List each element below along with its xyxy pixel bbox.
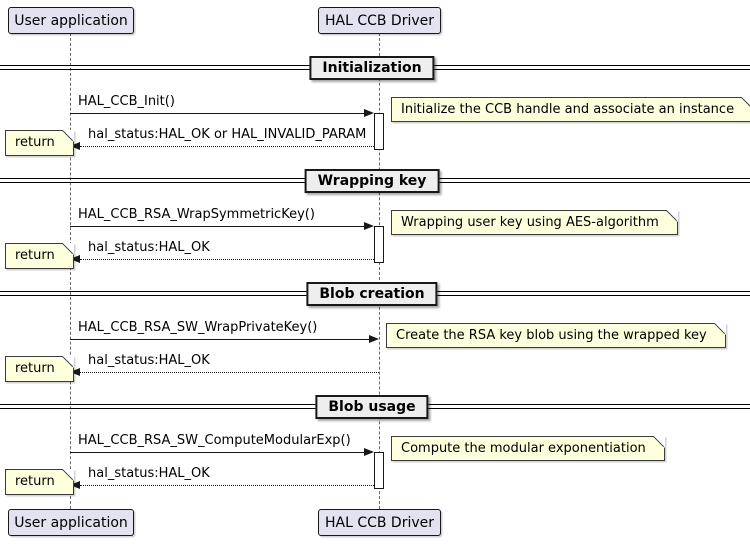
call-label-wrapsymmetrickey: HAL_CCB_RSA_WrapSymmetricKey() <box>78 207 315 222</box>
arrowhead-left-icon <box>70 142 80 150</box>
call-line <box>70 113 365 114</box>
divider-blob-usage: Blob usage <box>315 395 429 419</box>
return-note: return <box>5 356 74 382</box>
divider-initialization: Initialization <box>309 56 435 80</box>
return-note: return <box>5 469 74 495</box>
return-note: return <box>5 130 74 156</box>
call-label-init: HAL_CCB_Init() <box>78 94 175 109</box>
call-line <box>70 339 370 340</box>
lifeline-hal-ccb-driver <box>379 33 380 509</box>
return-line <box>80 372 379 373</box>
arrowhead-right-icon <box>364 222 374 230</box>
return-label-wrapprivatekey: hal_status:HAL_OK <box>88 353 210 368</box>
arrowhead-right-icon <box>364 448 374 456</box>
arrowhead-right-icon <box>369 335 379 343</box>
call-line <box>70 452 365 453</box>
participant-hal-ccb-driver-bottom: HAL CCB Driver <box>318 509 441 536</box>
participant-user-application-bottom: User application <box>8 509 134 536</box>
activation-bar <box>374 113 384 150</box>
note-initialize: Initialize the CCB handle and associate … <box>391 97 750 122</box>
return-line <box>80 485 374 486</box>
call-label-wrapprivatekey: HAL_CCB_RSA_SW_WrapPrivateKey() <box>78 320 318 335</box>
participant-user-application-top: User application <box>8 7 134 34</box>
note-blob-creation: Create the RSA key blob using the wrappe… <box>386 323 726 348</box>
arrowhead-left-icon <box>70 481 80 489</box>
call-line <box>70 226 365 227</box>
participant-hal-ccb-driver-top: HAL CCB Driver <box>318 7 441 34</box>
return-label-wrapsymmetrickey: hal_status:HAL_OK <box>88 240 210 255</box>
activation-bar <box>374 226 384 263</box>
return-line <box>80 259 374 260</box>
call-label-computemodularexp: HAL_CCB_RSA_SW_ComputeModularExp() <box>78 433 351 448</box>
arrowhead-right-icon <box>364 109 374 117</box>
divider-blob-creation: Blob creation <box>306 282 438 306</box>
arrowhead-left-icon <box>70 368 80 376</box>
return-line <box>80 146 374 147</box>
return-label-init: hal_status:HAL_OK or HAL_INVALID_PARAM <box>88 127 367 142</box>
return-note: return <box>5 243 74 269</box>
note-blob-usage: Compute the modular exponentiation <box>391 436 665 461</box>
lifeline-user-application <box>70 33 71 509</box>
arrowhead-left-icon <box>70 255 80 263</box>
return-label-computemodularexp: hal_status:HAL_OK <box>88 466 210 481</box>
activation-bar <box>374 452 384 489</box>
note-wrapping: Wrapping user key using AES-algorithm <box>391 210 678 235</box>
divider-wrapping-key: Wrapping key <box>304 169 440 193</box>
